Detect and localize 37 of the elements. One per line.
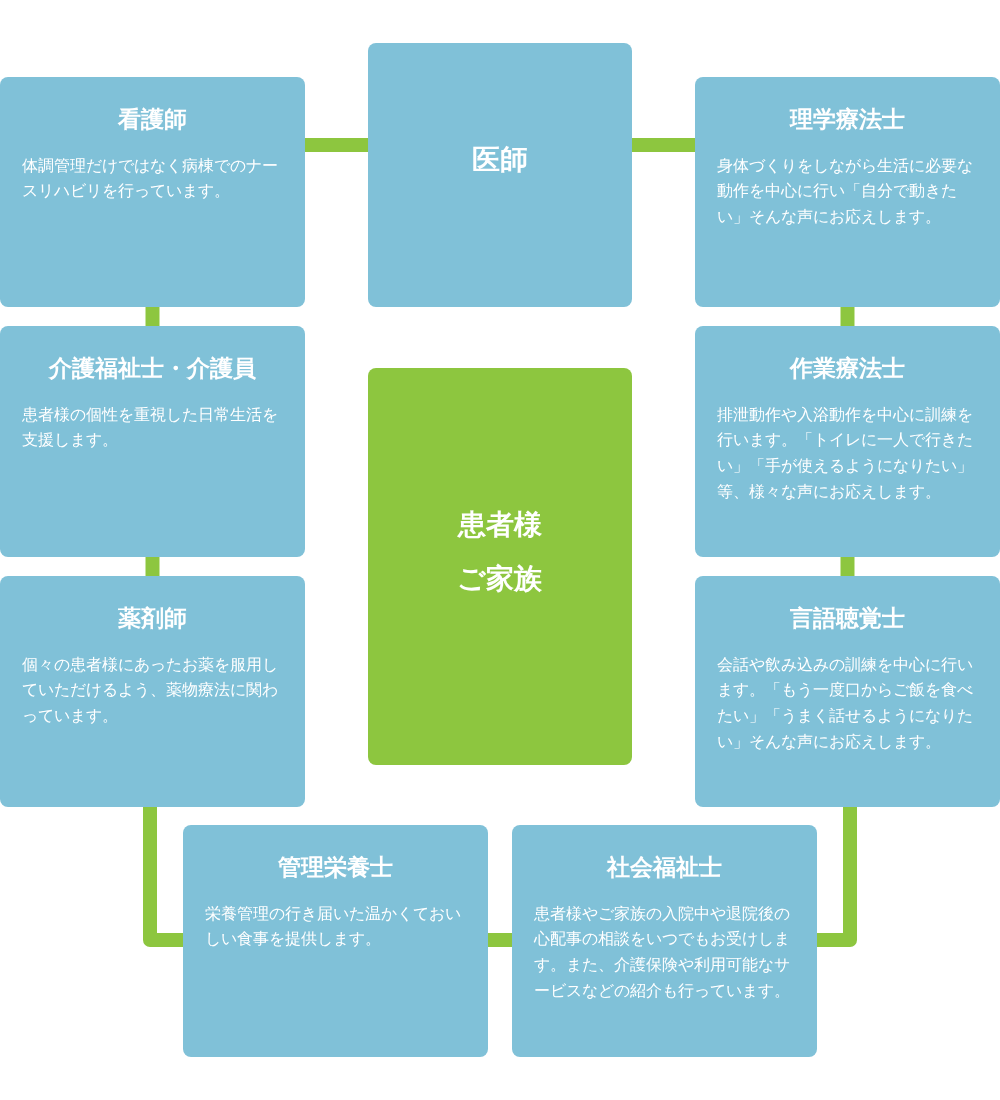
role-description: 栄養管理の行き届いた温かくておいしい食事を提供します。 <box>205 902 462 951</box>
role-card <box>0 326 305 557</box>
role-card <box>695 77 1000 307</box>
center-box <box>368 368 632 765</box>
role-description: 身体づくりをしながら生活に必要な動作を中心に行い「自分で動きたい」そんな声にお応えします。 <box>717 154 974 229</box>
role-card <box>512 825 817 1057</box>
role-description: 体調管理だけではなく病棟でのナースリハビリを行っています。 <box>22 154 279 203</box>
connector-line <box>840 557 855 576</box>
role-card <box>183 825 488 1057</box>
connector-line <box>840 307 855 326</box>
role-description: 患者様の個性を重視した日常生活を支援します。 <box>22 403 279 452</box>
connector-line <box>817 807 857 947</box>
role-card <box>0 576 305 807</box>
connector-line <box>632 138 695 152</box>
role-title: 社会福祉士 <box>607 853 722 882</box>
role-title: 作業療法士 <box>790 354 905 383</box>
connector-line <box>488 933 512 947</box>
role-title: 管理栄養士 <box>278 853 393 882</box>
role-title: 患者様ご家族 <box>456 507 544 597</box>
role-description: 会話や飲み込みの訓練を中心に行います。「もう一度口からご飯を食べたい」「うまく話せるようになりたい」そんな声にお応えします。 <box>717 653 974 753</box>
role-title: 介護福祉士・介護員 <box>49 354 256 383</box>
connector-line <box>145 557 160 576</box>
role-title: 言語聴覚士 <box>790 604 905 633</box>
connector-line <box>143 807 183 947</box>
role-description: 患者様やご家族の入院中や退院後の心配事の相談をいつでもお受けします。また、介護保険や利用可能なサービスなどの紹介も行っています。 <box>534 902 791 1002</box>
role-description: 排泄動作や入浴動作を中心に訓練を行います。「トイレに一人で行きたい」「手が使えるようになりたい」等、様々な声にお応えします。 <box>717 403 974 503</box>
role-title: 理学療法士 <box>790 105 905 134</box>
role-description: 個々の患者様にあったお薬を服用していただけるよう、薬物療法に関わっています。 <box>22 653 279 728</box>
role-title: 薬剤師 <box>118 604 187 633</box>
connector-line <box>145 307 160 326</box>
role-title: 看護師 <box>118 105 187 134</box>
role-card <box>695 326 1000 557</box>
role-card <box>0 77 305 307</box>
connector-line <box>305 138 368 152</box>
role-card <box>368 43 632 307</box>
role-title: 医師 <box>472 141 528 178</box>
role-card <box>695 576 1000 807</box>
